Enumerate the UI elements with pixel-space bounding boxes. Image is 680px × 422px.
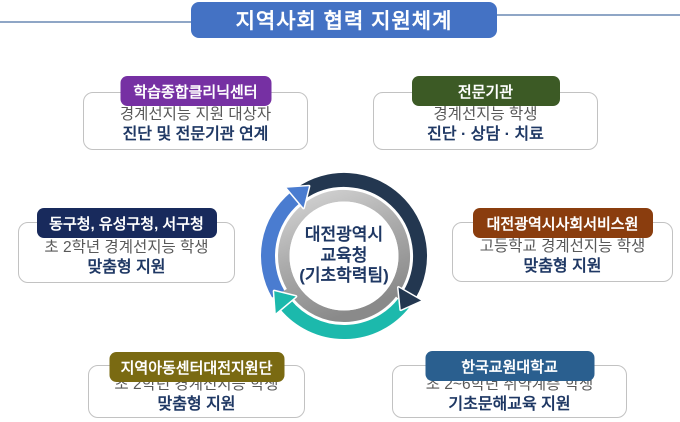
cycle-arrowhead-blue-icon — [285, 184, 311, 210]
box-child-center-support: 지역아동센터대전지원단 초 2학년 경계선지능 학생 맞춤형 지원 — [88, 352, 305, 418]
box-district-offices: 동구청, 유성구청, 서구청 초 2학년 경계선지능 학생 맞춤형 지원 — [18, 208, 235, 283]
frame-line-left — [0, 21, 191, 23]
box-child-center-support-header: 지역아동센터대전지원단 — [109, 352, 284, 382]
box-national-university: 한국교원대학교 초 2~6학년 취약계층 학생 기초문해교육 지원 — [392, 351, 627, 418]
cycle-diagram — [258, 170, 430, 342]
page-title: 지역사회 협력 지원체계 — [191, 2, 497, 38]
box-district-offices-line2: 맞춤형 지원 — [87, 259, 166, 276]
box-social-service-agency: 대전광역시사회서비스원 고등학교 경계선지능 학생 맞춤형 지원 — [452, 208, 673, 282]
box-specialized-institution-header: 전문기관 — [411, 76, 560, 106]
cycle-arrow-teal — [280, 298, 410, 339]
box-national-university-header: 한국교원대학교 — [425, 351, 594, 381]
frame-line-right — [497, 14, 680, 16]
box-national-university-line2: 기초문해교육 지원 — [448, 396, 571, 413]
cycle-arrow-navy — [296, 173, 427, 298]
cycle-arrowhead-teal-icon — [272, 289, 298, 315]
box-social-service-agency-header: 대전광역시사회서비스원 — [472, 208, 653, 238]
box-learning-clinic-center-header: 학습종합클리닉센터 — [120, 76, 271, 106]
cycle-center-disc — [289, 201, 399, 311]
cycle-arrowhead-navy-icon — [397, 286, 423, 312]
box-social-service-agency-line1: 고등학교 경계선지능 학생 — [479, 238, 646, 256]
box-learning-clinic-center-line2: 진단 및 전문기관 연계 — [122, 126, 269, 143]
box-district-offices-header: 동구청, 유성구청, 서구청 — [36, 208, 217, 238]
box-learning-clinic-center: 학습종합클리닉센터 경계선지능 지원 대상자 진단 및 전문기관 연계 — [83, 76, 308, 150]
box-specialized-institution: 전문기관 경계선지능 학생 진단 · 상담 · 치료 — [373, 76, 598, 150]
box-specialized-institution-line2: 진단 · 상담 · 치료 — [427, 126, 544, 143]
box-district-offices-line1: 초 2학년 경계선지능 학생 — [44, 239, 209, 257]
box-child-center-support-line2: 맞춤형 지원 — [157, 396, 236, 413]
box-learning-clinic-center-line1: 경계선지능 지원 대상자 — [119, 106, 272, 124]
box-specialized-institution-line1: 경계선지능 학생 — [433, 106, 538, 124]
box-social-service-agency-line2: 맞춤형 지원 — [523, 258, 602, 275]
cycle-ring — [270, 182, 418, 330]
cycle-arrow-blue — [261, 192, 300, 298]
